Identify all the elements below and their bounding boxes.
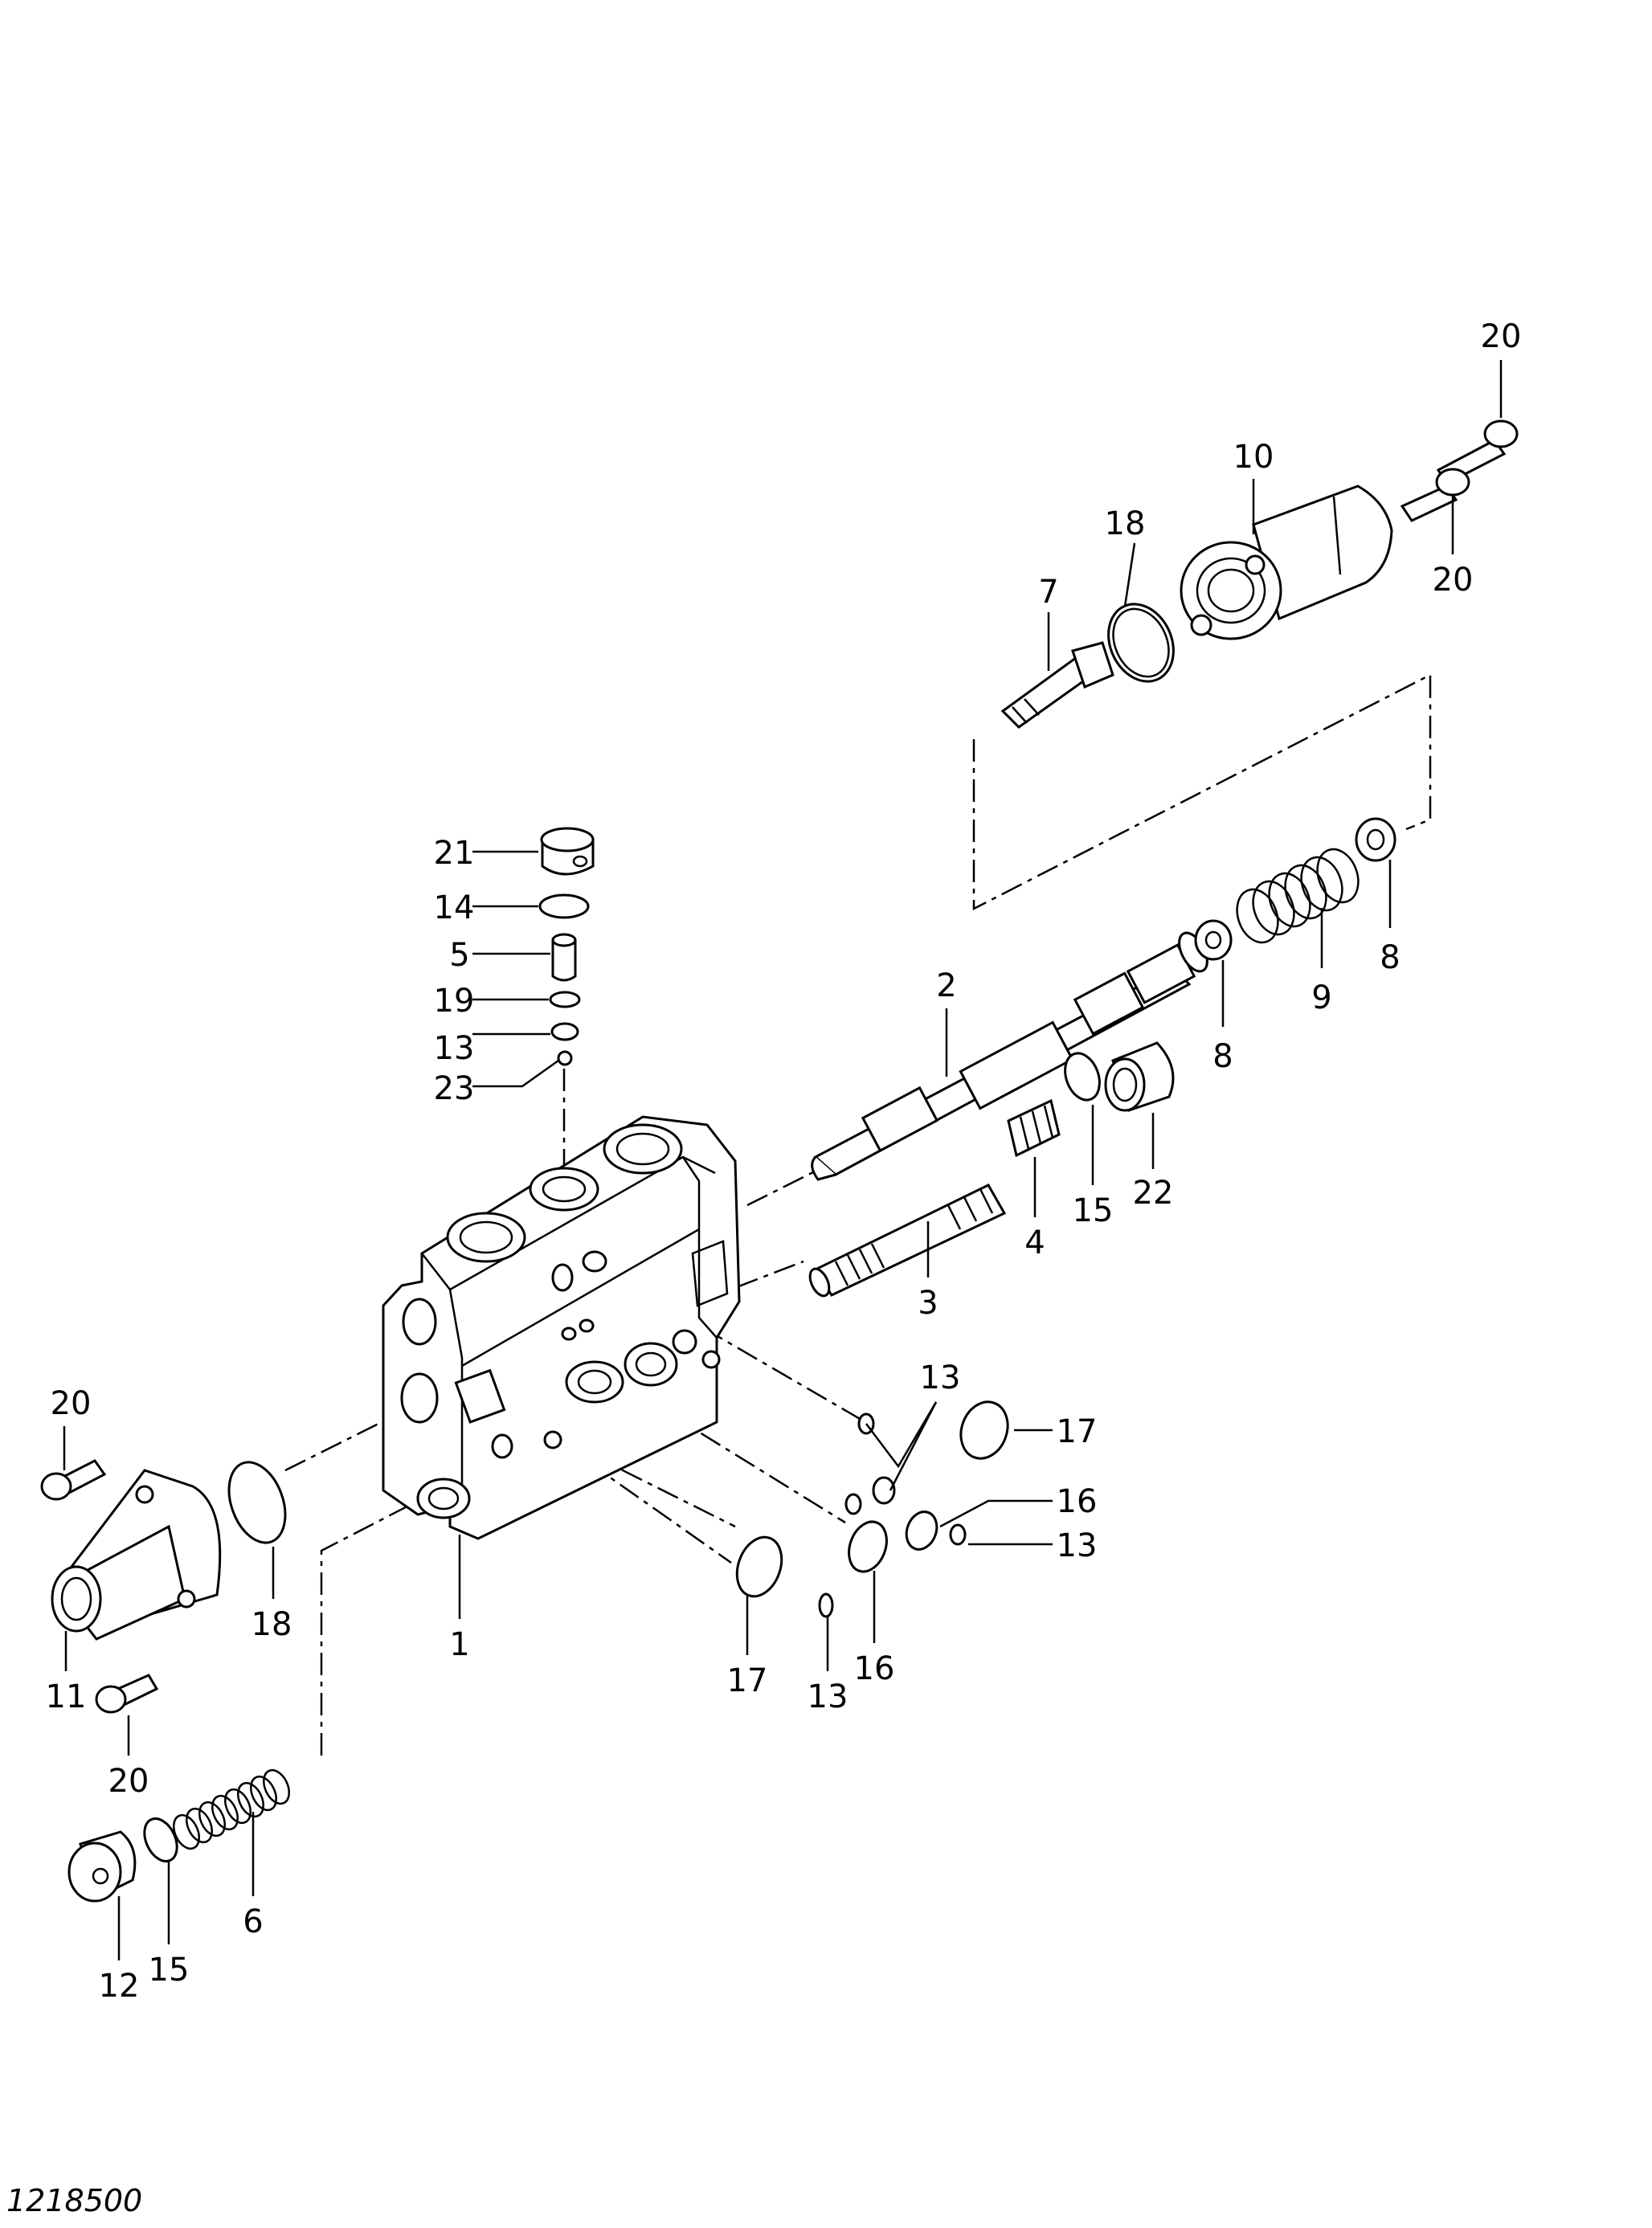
bolt-upper-b	[1400, 468, 1470, 522]
spring-cover-left	[51, 1469, 222, 1641]
callout-15: 15	[149, 1952, 190, 1989]
o-ring-left	[227, 1461, 287, 1544]
check-valve-seat	[551, 933, 577, 982]
o-ring-top	[538, 893, 590, 919]
callout-22: 22	[1133, 1175, 1174, 1212]
callout-15: 15	[1073, 1192, 1114, 1229]
callout-2: 2	[936, 967, 956, 1004]
drawing-number: 1218500	[6, 2183, 142, 2218]
callout-18: 18	[1105, 505, 1146, 542]
spring-spool-short	[1007, 1098, 1061, 1158]
callout-21: 21	[434, 835, 475, 872]
callout-20: 20	[108, 1763, 149, 1800]
callout-8: 8	[1212, 1038, 1233, 1075]
callout-5: 5	[449, 937, 469, 974]
return-spring	[1236, 848, 1360, 944]
backup-ring	[549, 991, 581, 1008]
callout-11: 11	[46, 1678, 87, 1715]
spring-seat-left	[1194, 919, 1233, 961]
callout-6: 6	[243, 1903, 263, 1940]
seal-group	[735, 1400, 1009, 1618]
plug-lower	[67, 1830, 137, 1903]
callout-17: 17	[1057, 1413, 1098, 1450]
callout-13: 13	[1057, 1527, 1098, 1564]
spool-cover-right	[1180, 484, 1393, 640]
callout-20: 20	[1481, 318, 1522, 355]
callout-leaders	[63, 360, 1503, 1960]
bolt-left-bottom	[95, 1674, 159, 1714]
callout-9: 9	[1311, 979, 1331, 1016]
callout-20: 20	[51, 1385, 92, 1422]
callout-13: 13	[808, 1678, 848, 1715]
piston-pin	[1000, 641, 1114, 729]
plug-top	[540, 827, 595, 876]
spool-lower	[808, 1183, 1007, 1298]
callout-8: 8	[1380, 939, 1400, 976]
callout-1: 1	[449, 1626, 469, 1663]
callout-18: 18	[251, 1606, 292, 1643]
callout-16: 16	[854, 1650, 895, 1687]
callout-19: 19	[434, 983, 475, 1020]
callout-17: 17	[727, 1662, 768, 1699]
callout-7: 7	[1038, 574, 1058, 611]
callout-10: 10	[1233, 439, 1274, 476]
callout-16: 16	[1057, 1483, 1098, 1520]
callouts: 20 10 18 20 7 21 14 5 19 13 23 2 8 9 8 2…	[46, 318, 1522, 2005]
callout-13: 13	[920, 1359, 961, 1396]
callout-3: 3	[918, 1285, 938, 1322]
main-spool	[811, 931, 1208, 1181]
callout-20: 20	[1433, 562, 1474, 599]
callout-13: 13	[434, 1030, 475, 1067]
callout-12: 12	[99, 1968, 140, 2005]
o-ring-plug	[1064, 1052, 1101, 1102]
plug-right	[1104, 1041, 1175, 1112]
o-ring-small-top	[550, 1022, 579, 1041]
ball	[557, 1050, 573, 1066]
valve-body	[382, 1115, 741, 1540]
callout-4: 4	[1024, 1224, 1045, 1261]
spring-lower	[173, 1768, 290, 1850]
callout-14: 14	[434, 889, 475, 926]
bolt-left-top	[40, 1459, 107, 1501]
spring-seat-right	[1355, 817, 1396, 862]
o-ring-lower	[143, 1817, 178, 1862]
callout-23: 23	[434, 1070, 475, 1107]
